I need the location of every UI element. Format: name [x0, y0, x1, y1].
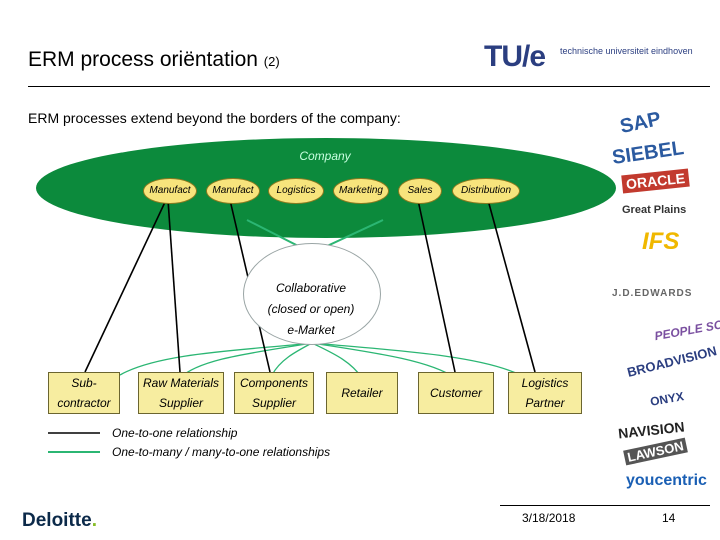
- vendor-logos: SAP SIEBEL ORACLE Great Plains IFS J.D.E…: [606, 92, 720, 502]
- entity-retailer: Retailer: [326, 372, 398, 414]
- slide-title: ERM process oriëntation (2): [28, 48, 280, 72]
- vendor-logo-navision: NAVISION: [617, 418, 686, 442]
- company-label: Company: [299, 149, 351, 163]
- vendor-logo-ifs: IFS: [642, 228, 680, 255]
- slide-title-suffix: (2): [263, 54, 280, 69]
- vendor-logo-great-plains: Great Plains: [622, 204, 687, 216]
- tue-tagline: technische universiteit eindhoven: [560, 46, 693, 56]
- vendor-logo-oracle: ORACLE: [621, 168, 690, 194]
- dept-sales: Sales: [398, 178, 442, 204]
- entity-subcontractor: Sub-contractor: [48, 372, 120, 414]
- deloitte-logo: Deloitte.: [22, 510, 97, 531]
- footer-divider: [500, 505, 710, 506]
- dept-distribution: Distribution: [452, 178, 520, 204]
- vendor-logo-peoplesoft: PEOPLE SOFT: [653, 314, 720, 344]
- emarket-line-1: Collaborative: [275, 281, 347, 295]
- emarket-ellipse: [243, 243, 381, 345]
- vendor-logo-lawson: LAWSON: [623, 437, 688, 466]
- dept-logistics: Logistics: [268, 178, 324, 204]
- legend-one-to-one: One-to-one relationship: [112, 426, 238, 440]
- vendor-logo-siebel: SIEBEL: [610, 137, 686, 169]
- vendor-logo-youcentric: youcentric: [626, 472, 707, 489]
- page-number: 14: [662, 511, 676, 525]
- vendor-logo-sap: SAP: [618, 107, 663, 139]
- emarket-line-2: (closed or open): [267, 302, 355, 316]
- green-fan: [119, 342, 521, 379]
- dept-marketing: Marketing: [333, 178, 389, 204]
- vendor-logo-broadvision: BROADVISION: [625, 343, 719, 380]
- dept-manufact-1: Manufact: [143, 178, 197, 204]
- emarket-line-3: e-Market: [287, 323, 335, 337]
- black-lines: [84, 199, 536, 373]
- tue-logo: TU/e: [484, 40, 546, 73]
- slide-date: 3/18/2018: [522, 511, 576, 525]
- entity-customer: Customer: [418, 372, 494, 414]
- company-ellipse: [36, 138, 616, 238]
- legend-one-to-many: One-to-many / many-to-one relationships: [112, 445, 331, 459]
- vendor-logo-onyx: ONYX: [649, 389, 685, 409]
- dept-manufact-2: Manufact: [206, 178, 260, 204]
- vendor-logo-jd-edwards: J.D.EDWARDS: [612, 288, 693, 299]
- header-divider: [28, 86, 710, 87]
- slide-title-main: ERM process oriëntation: [28, 48, 264, 71]
- slide-subtitle: ERM processes extend beyond the borders …: [28, 110, 401, 126]
- emarket-label: Collaborative (closed or open) e-Market: [243, 278, 379, 341]
